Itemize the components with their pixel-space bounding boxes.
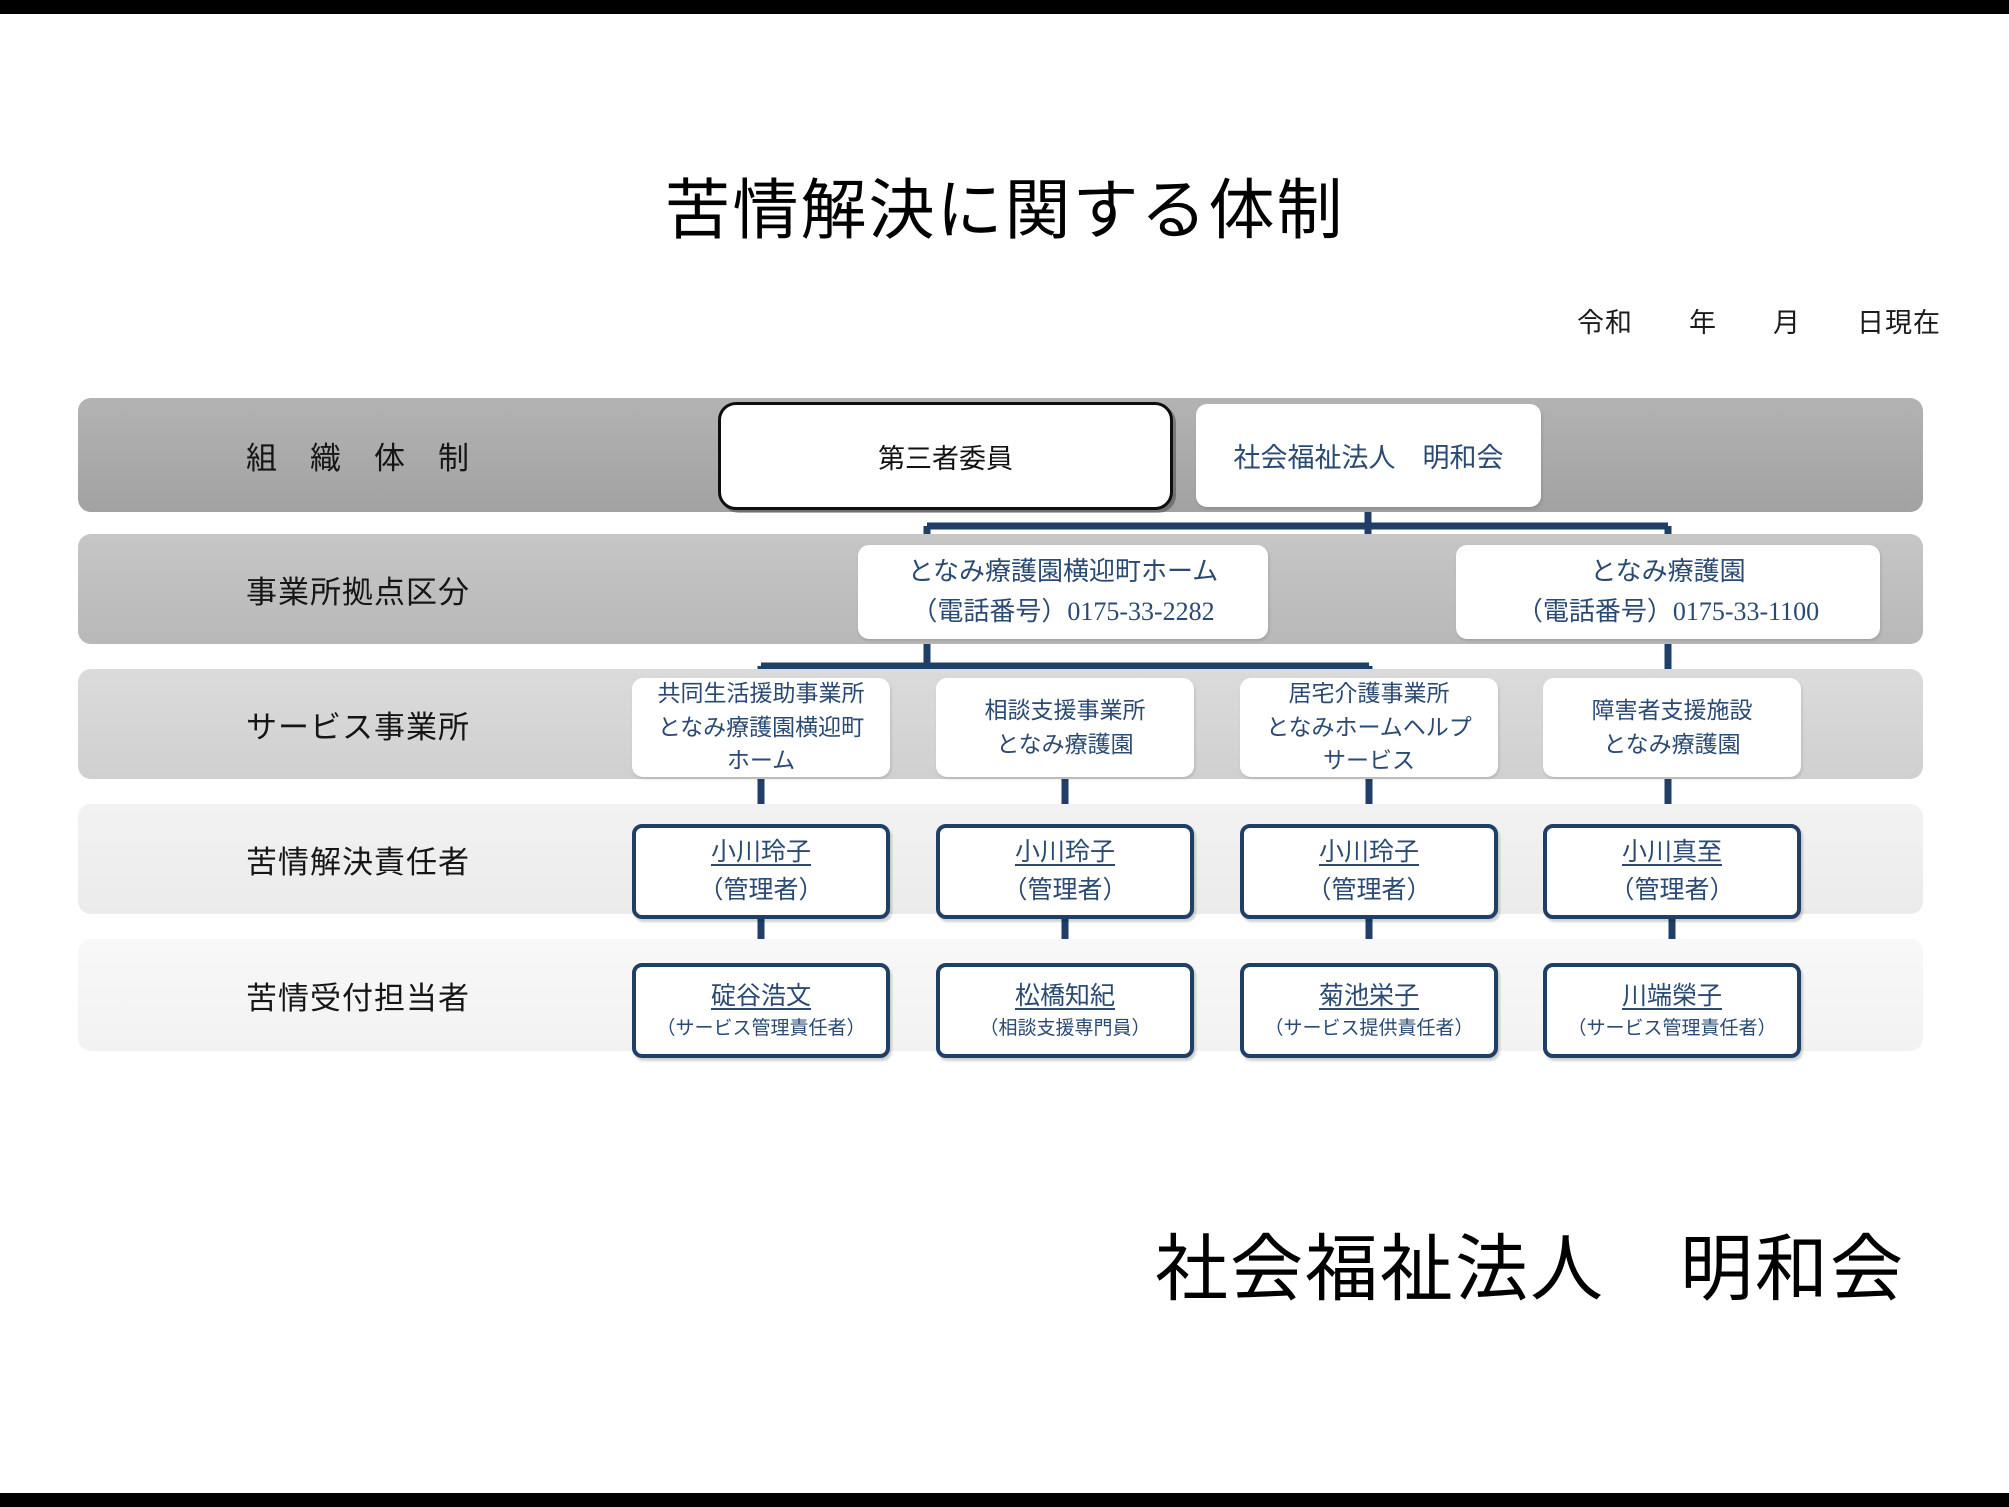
node-responsible-2[interactable]: 小川玲子 （管理者） (1240, 824, 1498, 919)
person-name: 菊池栄子 (1318, 982, 1419, 1010)
service-line2: となみ療護園 (1603, 731, 1741, 757)
service-line1: 相談支援事業所 (984, 698, 1146, 724)
person-role: （管理者） (1306, 876, 1432, 904)
person-name: 小川玲子 (710, 839, 811, 866)
service-line1: 障害者支援施設 (1591, 698, 1753, 724)
node-corporation[interactable]: 社会福祉法人 明和会 (1196, 404, 1541, 507)
row-label-organization: 組 織 体 制 (246, 440, 470, 476)
third-party-committee-label: 第三者委員 (878, 443, 1013, 474)
node-responsible-0[interactable]: 小川玲子 （管理者） (632, 824, 890, 919)
node-responsible-3[interactable]: 小川真至 （管理者） (1543, 824, 1801, 919)
node-responsible-1[interactable]: 小川玲子 （管理者） (936, 824, 1194, 919)
node-third-party-committee[interactable]: 第三者委員 (718, 402, 1173, 510)
person-role: （管理者） (1609, 876, 1735, 904)
person-name: 小川玲子 (1014, 839, 1115, 866)
service-line3: ホーム (726, 748, 796, 774)
date-line: 令和 年 月 日現在 (1577, 308, 1941, 338)
person-name: 碇谷浩文 (710, 982, 811, 1010)
row-label-responsible: 苦情解決責任者 (246, 844, 470, 880)
person-role: （サービス提供責任者） (1264, 1017, 1474, 1039)
node-service-disability-support[interactable]: 障害者支援施設 となみ療護園 (1543, 678, 1801, 777)
corporation-label: 社会福祉法人 明和会 (1233, 443, 1504, 473)
service-line1: 居宅介護事業所 (1288, 681, 1450, 707)
site-name: となみ療護園 (1590, 556, 1746, 586)
person-role: （相談支援専門員） (979, 1017, 1151, 1039)
service-line2: となみ療護園 (996, 731, 1134, 757)
slide-canvas: 苦情解決に関する体制 令和 年 月 日現在 組 織 体 制 事業所拠点区分 サー… (0, 14, 2009, 1493)
page-title: 苦情解決に関する体制 (664, 175, 1345, 248)
service-line2: となみ療護園横迎町 (657, 714, 865, 740)
node-site-tonami-ryogoen[interactable]: となみ療護園 （電話番号）0175-33-1100 (1456, 545, 1880, 639)
node-service-group-home[interactable]: 共同生活援助事業所 となみ療護園横迎町 ホーム (632, 678, 890, 777)
row-label-sites: 事業所拠点区分 (246, 574, 470, 610)
person-name: 川端榮子 (1621, 982, 1722, 1010)
node-reception-1[interactable]: 松橋知紀 （相談支援専門員） (936, 963, 1194, 1058)
node-site-yokomukai-home[interactable]: となみ療護園横迎町ホーム （電話番号）0175-33-2282 (858, 545, 1268, 639)
node-service-home-help[interactable]: 居宅介護事業所 となみホームヘルプ サービス (1240, 678, 1498, 777)
person-role: （管理者） (698, 876, 824, 904)
service-line2: となみホームヘルプ (1266, 714, 1472, 740)
site-phone: （電話番号）0175-33-2282 (911, 597, 1215, 626)
person-name: 松橋知紀 (1014, 982, 1115, 1010)
node-reception-0[interactable]: 碇谷浩文 （サービス管理責任者） (632, 963, 890, 1058)
node-reception-2[interactable]: 菊池栄子 （サービス提供責任者） (1240, 963, 1498, 1058)
site-phone: （電話番号）0175-33-1100 (1516, 597, 1820, 626)
node-service-consultation[interactable]: 相談支援事業所 となみ療護園 (936, 678, 1194, 777)
person-name: 小川真至 (1621, 839, 1722, 866)
node-reception-3[interactable]: 川端榮子 （サービス管理責任者） (1543, 963, 1801, 1058)
person-role: （管理者） (1002, 876, 1128, 904)
person-role: （サービス管理責任者） (656, 1017, 866, 1039)
row-label-services: サービス事業所 (246, 709, 470, 745)
row-label-reception: 苦情受付担当者 (246, 980, 470, 1016)
footer-organization-name: 社会福祉法人 明和会 (1155, 1229, 1905, 1310)
site-name: となみ療護園横迎町ホーム (907, 556, 1219, 586)
person-name: 小川玲子 (1318, 839, 1419, 866)
service-line3: サービス (1323, 748, 1415, 774)
service-line1: 共同生活援助事業所 (657, 681, 865, 707)
person-role: （サービス管理責任者） (1567, 1017, 1777, 1039)
